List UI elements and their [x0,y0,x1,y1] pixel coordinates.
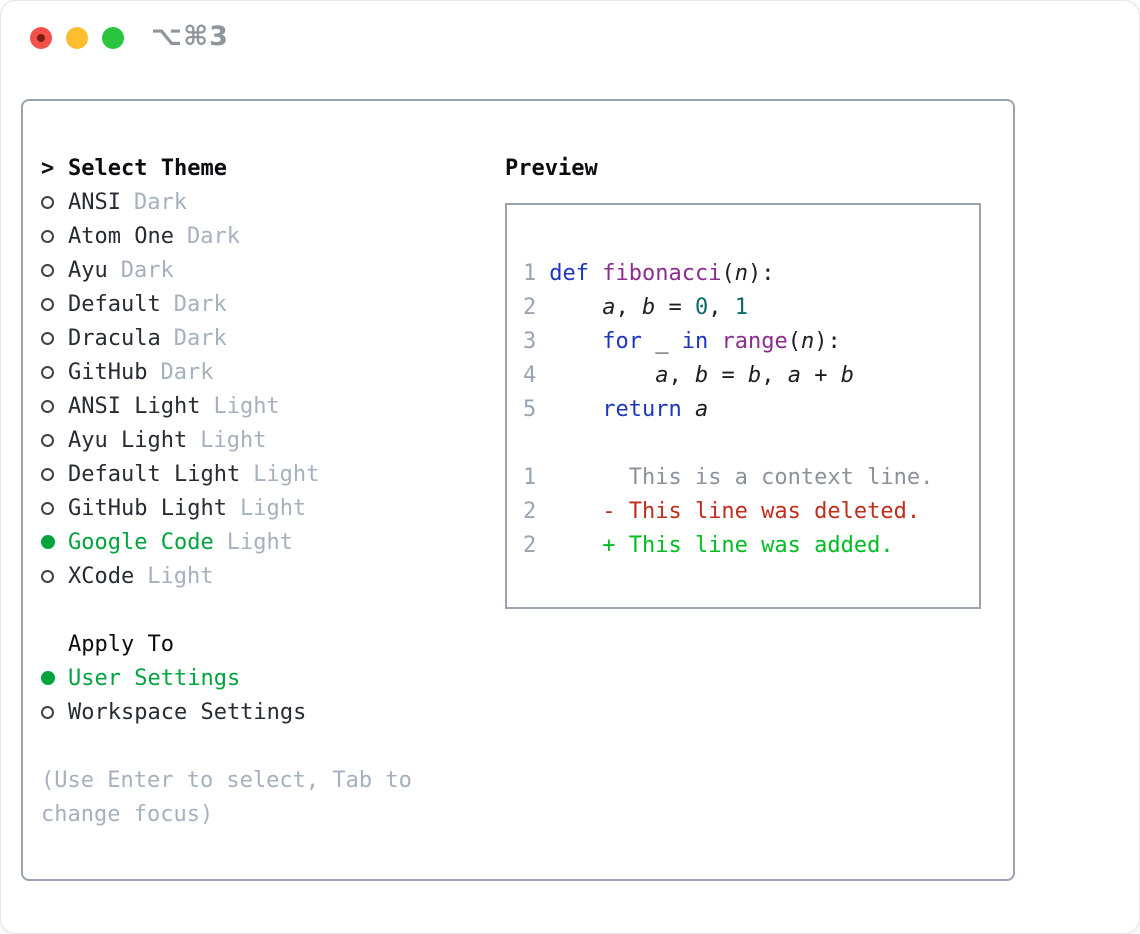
theme-variant-badge: Dark [186,223,240,249]
diff-text: + This line was added. [549,532,894,558]
theme-option-ansi-light-light[interactable]: ANSI Light Light [41,389,481,423]
theme-variant-badge: Dark [133,189,187,215]
minimize-button[interactable] [66,27,88,49]
theme-name: Default [68,291,161,317]
theme-name: GitHub [68,359,148,385]
theme-option-xcode-light[interactable]: XCode Light [41,559,481,593]
prompt-caret-icon: > [41,155,55,181]
theme-option-google-code-light[interactable]: Google Code Light [41,525,481,559]
theme-option-ayu-light-light[interactable]: Ayu Light Light [41,423,481,457]
keyboard-hint: (Use Enter to select, Tab to change focu… [41,763,481,831]
theme-option-ayu-dark[interactable]: Ayu Dark [41,253,481,287]
diff-line-added: 2 + This line was added. [523,528,979,562]
line-number: 4 [523,362,537,388]
line-number: 2 [523,498,537,524]
theme-variant-badge: Light [239,495,307,521]
theme-name: Ayu Light [68,427,188,453]
close-button[interactable] [30,27,52,49]
theme-name: ANSI [68,189,121,215]
diff-text: This is a context line. [549,464,934,490]
theme-option-default-light-light[interactable]: Default Light Light [41,457,481,491]
radio-selected-icon [41,535,55,549]
radio-unselected-icon [41,297,54,311]
apply-to-header: Apply To [41,627,481,661]
diff-text: - This line was deleted. [549,498,921,524]
radio-unselected-icon [41,365,54,379]
code-line: 4 a, b = b, a + b [523,362,854,388]
radio-unselected-icon [41,705,54,719]
theme-name: Dracula [68,325,161,351]
theme-name: Atom One [68,223,174,249]
theme-name: Default Light [68,461,241,487]
theme-name: XCode [68,563,135,589]
theme-option-ansi-dark[interactable]: ANSI Dark [41,185,481,219]
radio-selected-icon [41,671,55,685]
line-number: 5 [523,396,537,422]
select-theme-title: Select Theme [68,155,227,181]
radio-unselected-icon [41,331,54,345]
hint-line-2: change focus) [41,801,214,827]
theme-name: GitHub Light [68,495,227,521]
line-number: 2 [523,532,537,558]
theme-name: ANSI Light [68,393,201,419]
window-shortcut-label: ⌥⌘3 [151,21,229,52]
line-number: 3 [523,328,537,354]
radio-unselected-icon [41,229,54,243]
theme-option-dracula-dark[interactable]: Dracula Dark [41,321,481,355]
theme-variant-badge: Dark [160,359,214,385]
apply-option-user-settings[interactable]: User Settings [41,661,481,695]
apply-option-label: Workspace Settings [68,699,307,725]
diff-line-context: 1 This is a context line. [523,460,979,494]
theme-variant-badge: Dark [173,291,227,317]
close-button-dot [37,34,45,42]
diff-line-deleted: 2 - This line was deleted. [523,494,979,528]
apply-to-title: Apply To [68,631,174,657]
theme-variant-badge: Light [200,427,267,453]
theme-variant-badge: Dark [120,257,174,283]
radio-unselected-icon [41,433,54,447]
code-line: 3 for _ in range(n): [523,328,841,354]
line-number: 1 [523,260,537,286]
line-number: 2 [523,294,537,320]
apply-option-label: User Settings [68,665,241,691]
apply-option-workspace-settings[interactable]: Workspace Settings [41,695,481,729]
theme-option-github-dark[interactable]: GitHub Dark [41,355,481,389]
preview-title: Preview [505,155,598,181]
theme-option-github-light-light[interactable]: GitHub Light Light [41,491,481,525]
theme-variant-badge: Light [226,529,293,555]
select-theme-header: > Select Theme [41,151,481,185]
line-number: 1 [523,464,537,490]
theme-variant-badge: Light [213,393,280,419]
radio-unselected-icon [41,569,54,583]
radio-unselected-icon [41,263,54,277]
theme-variant-badge: Light [253,461,320,487]
code-line: 2 a, b = 0, 1 [523,294,748,320]
code-line: 5 return a [523,396,709,422]
theme-name: Ayu [68,257,108,283]
theme-variant-badge: Dark [173,325,227,351]
radio-unselected-icon [41,467,54,481]
hint-line-1: (Use Enter to select, Tab to [41,767,412,793]
preview-blank-line [523,426,979,460]
theme-name: Google Code [68,529,214,555]
theme-option-atom-one-dark[interactable]: Atom One Dark [41,219,481,253]
theme-option-default-dark[interactable]: Default Dark [41,287,481,321]
radio-unselected-icon [41,195,54,209]
theme-variant-badge: Light [147,563,214,589]
diff-preview: 1 This is a context line.2 - This line w… [523,460,979,562]
radio-unselected-icon [41,501,54,515]
radio-unselected-icon [41,399,54,413]
titlebar: ⌥⌘3 [1,1,1139,75]
maximize-button[interactable] [102,27,124,49]
